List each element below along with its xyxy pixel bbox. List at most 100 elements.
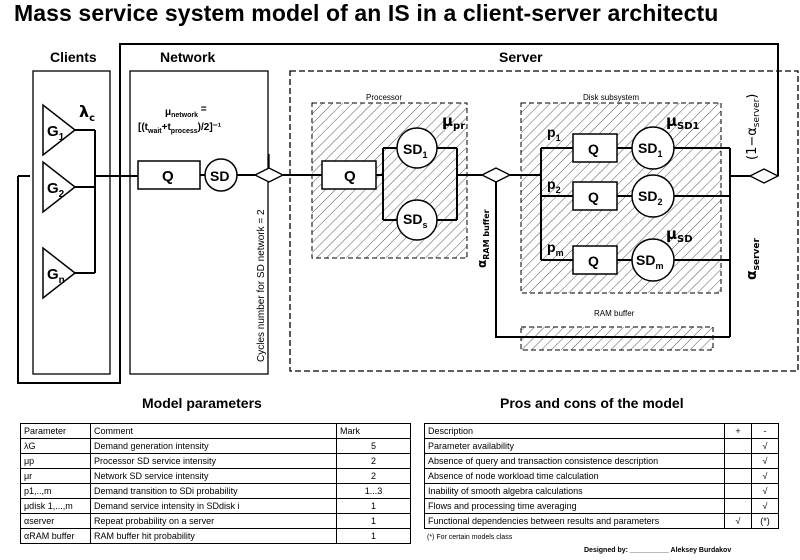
header-cell: Mark	[336, 423, 411, 439]
lambda-c-label: λc	[79, 102, 95, 124]
processor-sds-label: SDs	[403, 211, 427, 230]
comment-cell: RAM buffer hit probability	[90, 528, 337, 544]
ram-branch-node	[480, 167, 512, 183]
table-row: Absence of query and transaction consist…	[424, 453, 779, 469]
model-parameters-table: Parameter Comment Mark λG Demand generat…	[20, 423, 411, 544]
network-branch-node	[253, 167, 285, 183]
mu-network-line1: μnetwork =	[165, 104, 207, 119]
param-cell: μdisk 1,...,m	[20, 498, 91, 514]
plus-cell	[724, 498, 752, 514]
server-box	[289, 70, 799, 372]
minus-cell: √	[751, 453, 779, 469]
alpha-ram-label: αRAM buffer	[475, 209, 491, 268]
comment-cell: Repeat probability on a server	[90, 513, 337, 529]
alpha-server-label: αserver	[744, 238, 762, 280]
network-sd-label: SD	[210, 168, 229, 184]
disk-subsystem-area	[520, 102, 722, 294]
model-parameters-title: Model parameters	[142, 395, 262, 411]
table-row: Flows and processing time averaging √	[424, 498, 779, 514]
pros-cons-table: Description + - Parameter availability √…	[424, 423, 779, 529]
param-cell: αRAM buffer	[20, 528, 91, 544]
mark-cell: 2	[336, 453, 411, 469]
mark-cell: 2	[336, 468, 411, 484]
mu-network-line2: [(twait+tprocess)/2]⁻¹	[138, 122, 222, 135]
minus-cell: √	[751, 483, 779, 499]
disk-sd1-label: SD1	[638, 140, 662, 159]
header-cell: +	[724, 423, 752, 439]
g2-label: G2	[47, 180, 65, 200]
table-header-row: Parameter Comment Mark	[20, 423, 411, 439]
generator-g1	[42, 103, 77, 157]
generator-g2	[42, 160, 77, 214]
server-title: Server	[499, 49, 543, 65]
disk-queue-1	[572, 133, 618, 163]
mark-cell: 1...3	[336, 483, 411, 499]
minus-cell: (*)	[751, 513, 779, 529]
comment-cell: Demand generation intensity	[90, 438, 337, 454]
table-row: Absence of node workload time calculatio…	[424, 468, 779, 484]
plus-cell	[724, 483, 752, 499]
clients-box	[32, 70, 111, 375]
comment-cell: Network SD service intensity	[90, 468, 337, 484]
description-cell: Absence of query and transaction consist…	[424, 453, 725, 469]
minus-cell: √	[751, 498, 779, 514]
table-row: αRAM buffer RAM buffer hit probability 1	[20, 528, 411, 544]
param-cell: λG	[20, 438, 91, 454]
comment-cell: Processor SD service intensity	[90, 453, 337, 469]
processor-label: Processor	[366, 93, 402, 102]
minus-cell: √	[751, 438, 779, 454]
disk-queue-1-label: Q	[588, 141, 599, 157]
disk-label: Disk subsystem	[583, 93, 639, 102]
disk-queue-m	[572, 245, 618, 275]
disk-sd2-label: SD2	[638, 188, 662, 207]
network-box	[129, 70, 269, 375]
queueing-diagram: G1 G2 Gn λc μnetwork = [(twait+tprocess)…	[17, 43, 799, 384]
cycles-label: Cycles number for SD network = 2	[256, 209, 267, 362]
table-row: Parameter availability √	[424, 438, 779, 454]
table-row: μr Network SD service intensity 2	[20, 468, 411, 484]
server-exit-node	[748, 168, 780, 184]
header-cell: Parameter	[20, 423, 91, 439]
one-minus-alpha-server-label: (1−αserver)	[745, 94, 762, 160]
clients-title: Clients	[50, 49, 97, 65]
ram-buffer-route	[495, 182, 713, 338]
network-title: Network	[160, 49, 216, 65]
feedback-loop	[17, 43, 779, 384]
ram-buffer-area	[520, 326, 714, 351]
param-cell: μr	[20, 468, 91, 484]
processor-sd1-label: SD1	[403, 141, 427, 160]
disk-queue-2-label: Q	[588, 189, 599, 205]
mark-cell: 1	[336, 528, 411, 544]
mark-cell: 5	[336, 438, 411, 454]
plus-cell: √	[724, 513, 752, 529]
network-queue	[137, 160, 201, 190]
table-row: μdisk 1,...,m Demand service intensity i…	[20, 498, 411, 514]
table-row: αserver Repeat probability on a server 1	[20, 513, 411, 529]
table-row: Inability of smooth algebra calculations…	[424, 483, 779, 499]
processor-queue-label: Q	[344, 168, 356, 185]
plus-cell	[724, 453, 752, 469]
mark-cell: 1	[336, 498, 411, 514]
designer-credit: Designed by: __________ Aleksey Burdakov	[584, 547, 732, 554]
pros-cons-footnote: (*) For certain models class	[427, 534, 513, 541]
table-header-row: Description + -	[424, 423, 779, 439]
description-cell: Parameter availability	[424, 438, 725, 454]
disk-queue-m-label: Q	[588, 253, 599, 269]
plus-cell	[724, 468, 752, 484]
pros-cons-title: Pros and cons of the model	[500, 395, 684, 411]
page-title: Mass service system model of an IS in a …	[14, 0, 719, 26]
param-cell: p1,..,m	[20, 483, 91, 499]
table-row: p1,..,m Demand transition to SDi probabi…	[20, 483, 411, 499]
plus-cell	[724, 438, 752, 454]
description-cell: Flows and processing time averaging	[424, 498, 725, 514]
mark-cell: 1	[336, 513, 411, 529]
param-cell: αserver	[20, 513, 91, 529]
table-row: μp Processor SD service intensity 2	[20, 453, 411, 469]
table-row: λG Demand generation intensity 5	[20, 438, 411, 454]
comment-cell: Demand service intensity in SDdisk i	[90, 498, 337, 514]
gn-label: Gn	[47, 266, 65, 286]
header-cell: Comment	[90, 423, 337, 439]
generator-gn	[42, 246, 77, 300]
param-cell: μp	[20, 453, 91, 469]
table-row: Functional dependencies between results …	[424, 513, 779, 529]
